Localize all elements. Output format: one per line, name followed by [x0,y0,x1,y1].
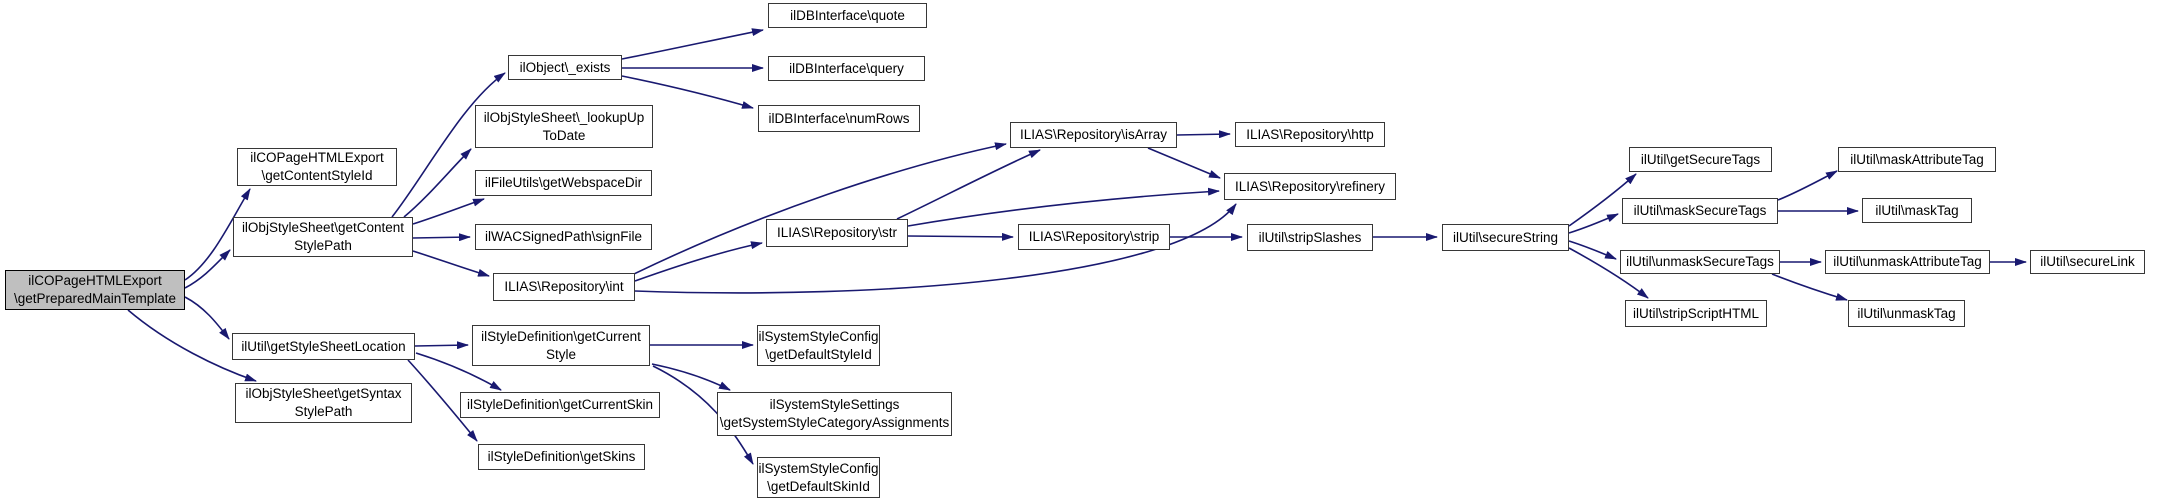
edge-secure-string--mask-secure-tags [1568,213,1619,234]
edge-repo-is-array--repo-refinery [1147,147,1221,179]
node-sign-file[interactable]: ilWACSignedPath\signFile [475,224,652,250]
edge-get-style-sheet-location--get-current-style [414,341,469,350]
node-get-default-style-id[interactable]: ilSystemStyleConfig \getDefaultStyleId [757,325,880,366]
edge-mask-secure-tags--mask-attribute-tag [1777,170,1838,201]
edge-secure-string--get-secure-tags [1568,173,1637,227]
node-lookup-up-to-date[interactable]: ilObjStyleSheet\_lookupUp ToDate [475,105,653,148]
edge-get-content-style-path--object-exists [391,72,506,218]
edge-repo-str--repo-strip [907,232,1014,241]
node-object-exists[interactable]: ilObject\_exists [508,55,622,80]
node-get-skins[interactable]: ilStyleDefinition\getSkins [478,444,645,470]
node-repo-str[interactable]: ILIAS\Repository\str [766,219,908,247]
node-repo-refinery[interactable]: ILIAS\Repository\refinery [1224,173,1396,200]
node-get-content-style-path[interactable]: ilObjStyleSheet\getContent StylePath [233,217,413,257]
edge-root--get-syntax-style-path [127,309,257,382]
edge-root--get-content-style-id [184,188,251,281]
node-get-syntax-style-path[interactable]: ilObjStyleSheet\getSyntax StylePath [235,383,412,423]
edge-root--get-style-sheet-location [184,296,230,340]
node-repo-http[interactable]: ILIAS\Repository\http [1235,122,1385,147]
edge-get-style-sheet-location--get-current-skin [415,352,502,391]
node-db-query[interactable]: ilDBInterface\query [768,56,925,81]
node-mask-tag[interactable]: ilUtil\maskTag [1862,198,1972,223]
node-mask-secure-tags[interactable]: ilUtil\maskSecureTags [1622,198,1778,224]
edge-get-style-sheet-location--get-skins [407,359,478,442]
edge-repo-str--repo-refinery [907,187,1220,227]
edge-repo-int--repo-refinery [634,203,1237,294]
edge-get-content-style-path--sign-file [412,233,471,242]
node-unmask-attribute-tag[interactable]: ilUtil\unmaskAttributeTag [1825,250,1990,274]
node-get-system-style-category-assignments[interactable]: ilSystemStyleSettings \getSystemStyleCat… [717,392,952,436]
edge-object-exists--db-quote [621,28,764,60]
node-get-secure-tags[interactable]: ilUtil\getSecureTags [1629,147,1772,172]
node-strip-slashes[interactable]: ilUtil\stripSlashes [1247,224,1373,251]
edge-unmask-secure-tags--unmask-tag [1771,273,1848,301]
edge-repo-str--repo-is-array [896,149,1041,220]
node-repo-strip[interactable]: ILIAS\Repository\strip [1018,224,1170,250]
node-db-num-rows[interactable]: ilDBInterface\numRows [758,105,920,132]
node-unmask-secure-tags[interactable]: ilUtil\unmaskSecureTags [1620,250,1780,274]
node-repo-is-array[interactable]: ILIAS\Repository\isArray [1010,122,1177,148]
edge-get-content-style-path--get-webspace-dir [412,198,485,225]
node-repo-int[interactable]: ILIAS\Repository\int [493,273,635,301]
edge-root--get-content-style-path [184,249,231,289]
node-root[interactable]: ilCOPageHTMLExport \getPreparedMainTempl… [5,270,185,310]
edge-object-exists--db-num-rows [621,75,754,109]
edge-repo-is-array--repo-http [1176,130,1231,139]
edge-get-current-style--get-default-skin-id [652,365,754,465]
node-get-webspace-dir[interactable]: ilFileUtils\getWebspaceDir [475,170,652,196]
node-unmask-tag[interactable]: ilUtil\unmaskTag [1848,300,1965,327]
edge-repo-int--repo-str [634,241,763,282]
edge-repo-int--repo-is-array [633,142,1007,275]
edge-get-current-style--get-system-style-category-assignments [651,363,731,391]
node-get-content-style-id[interactable]: ilCOPageHTMLExport \getContentStyleId [237,148,397,186]
node-mask-attribute-tag[interactable]: ilUtil\maskAttributeTag [1838,147,1996,172]
node-db-quote[interactable]: ilDBInterface\quote [768,3,927,28]
node-get-current-skin[interactable]: ilStyleDefinition\getCurrentSkin [460,392,660,418]
node-secure-link[interactable]: ilUtil\secureLink [2030,250,2145,274]
node-get-style-sheet-location[interactable]: ilUtil\getStyleSheetLocation [232,333,415,360]
edge-secure-string--strip-script-html [1568,247,1649,299]
edge-secure-string--unmask-secure-tags [1568,240,1617,260]
edge-get-content-style-path--repo-int [412,250,490,277]
node-get-default-skin-id[interactable]: ilSystemStyleConfig \getDefaultSkinId [757,457,880,498]
node-strip-script-html[interactable]: ilUtil\stripScriptHTML [1625,300,1767,327]
node-get-current-style[interactable]: ilStyleDefinition\getCurrent Style [472,325,650,366]
edge-get-content-style-path--lookup-up-to-date [403,148,472,218]
node-secure-string[interactable]: ilUtil\secureString [1442,224,1569,251]
